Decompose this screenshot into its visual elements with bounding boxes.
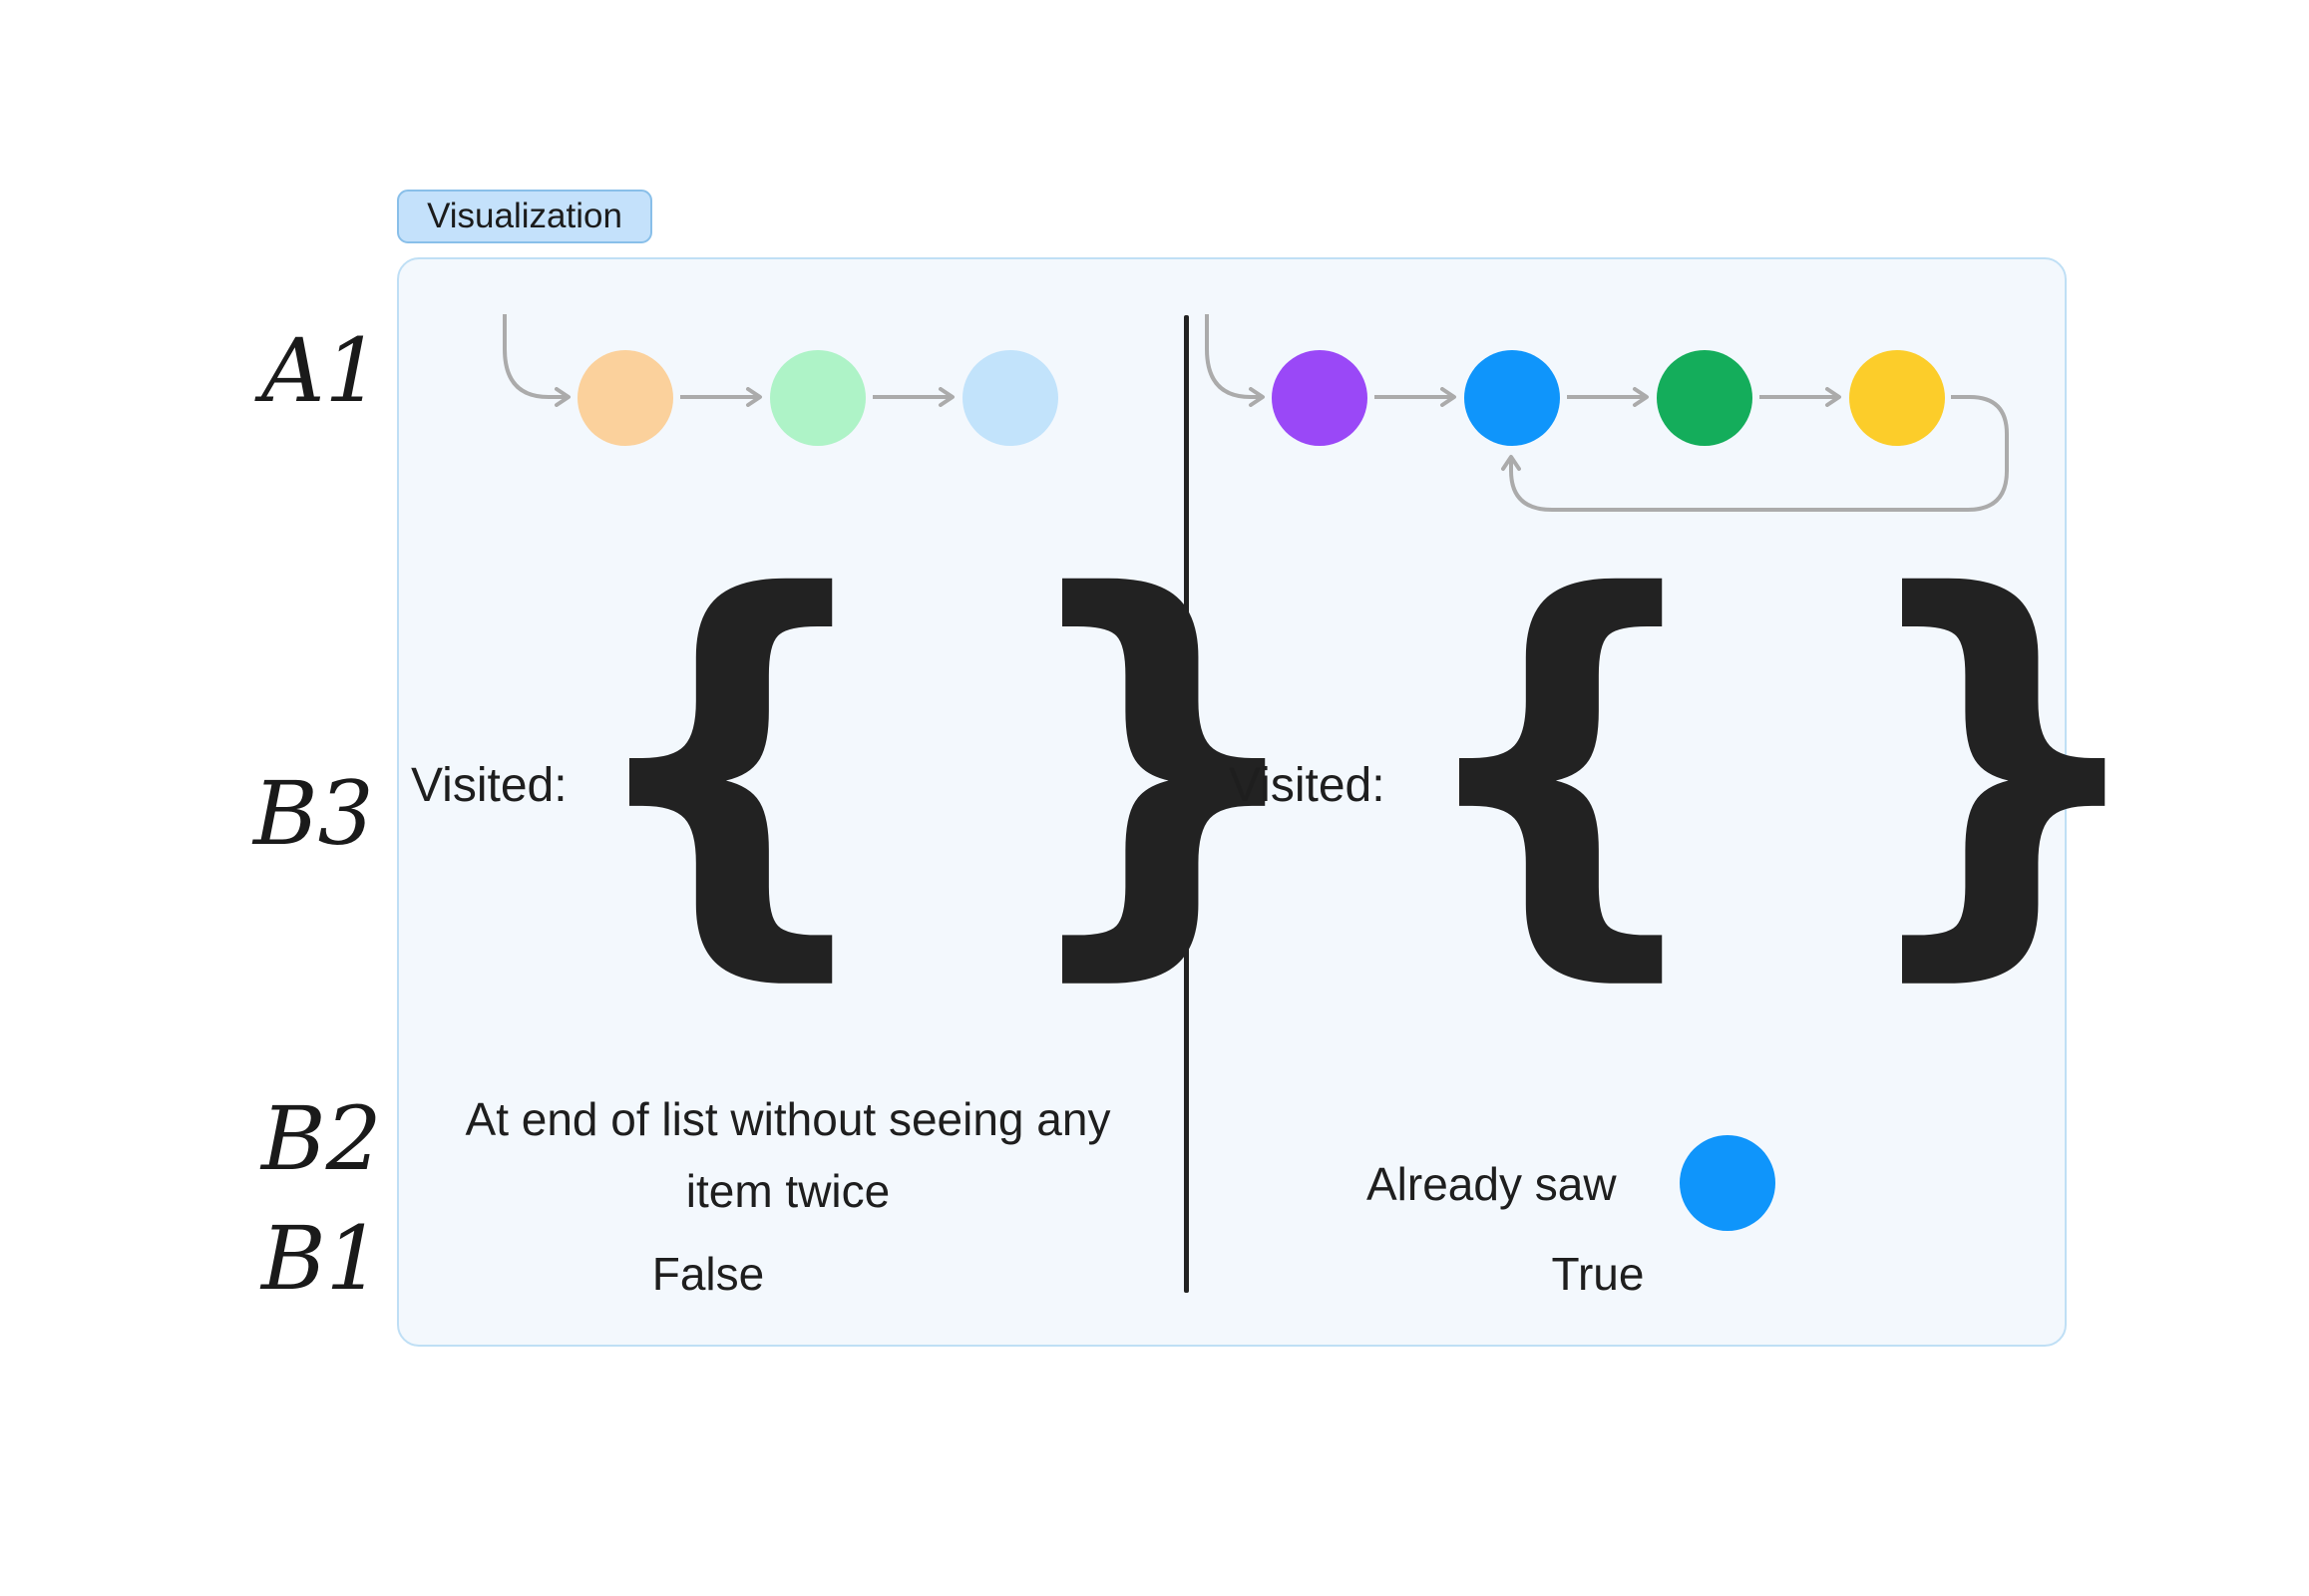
right-description: Already saw (1366, 1158, 1617, 1210)
right-node-1 (1272, 350, 1367, 446)
right-close-brace: } (1847, 505, 2160, 1015)
right-open-brace: { (1404, 505, 1718, 1015)
right-node-4 (1849, 350, 1945, 446)
row-label-a1: A1 (261, 319, 381, 422)
left-visited-label: Visited: (411, 759, 568, 812)
already-seen-node (1680, 1135, 1775, 1231)
left-description: At end of list without seeing any item t… (465, 1093, 1111, 1217)
visualization-tag: Visualization (397, 190, 652, 243)
right-visited-label: Visited: (1229, 759, 1385, 812)
left-node-3 (962, 350, 1058, 446)
right-node-2 (1464, 350, 1560, 446)
right-cycle-arrow (1501, 395, 2009, 512)
left-open-brace: { (575, 505, 888, 1015)
right-result: True (1551, 1248, 1645, 1300)
row-label-b1: B1 (261, 1207, 382, 1310)
left-close-brace: } (1007, 505, 1321, 1015)
right-node-3 (1657, 350, 1752, 446)
visualization-panel (397, 257, 2067, 1347)
left-node-1 (577, 350, 673, 446)
left-node-2 (770, 350, 866, 446)
right-entry-arrow (1205, 314, 1265, 407)
left-entry-arrow (503, 314, 571, 407)
row-label-b3: B3 (253, 762, 374, 865)
row-label-b2: B2 (261, 1087, 382, 1190)
left-result: False (651, 1248, 765, 1300)
panel-divider (1184, 315, 1189, 1293)
